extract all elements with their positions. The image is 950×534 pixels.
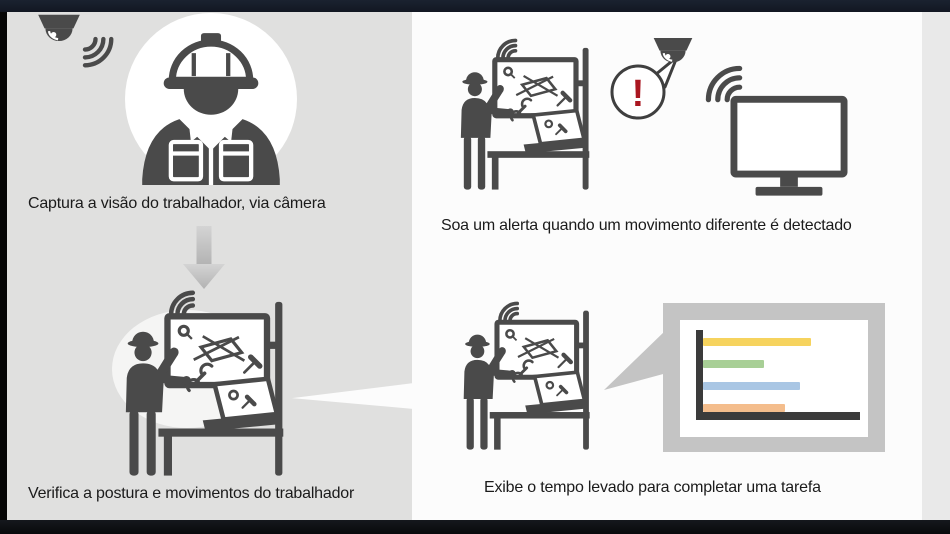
left-edge-strip [0,12,7,520]
top-frame-bar [0,0,950,12]
right-margin-strip [922,12,950,520]
workstation-icon-alert [452,24,607,209]
chart-bars [703,338,860,412]
caption-capture: Captura a visão do trabalhador, via câme… [28,195,326,212]
alert-exclamation: ! [632,73,645,115]
dome-camera-icon-alert [652,36,694,72]
caption-verify: Verifica a postura e movimentos do traba… [28,485,355,502]
bottom-frame-bar [0,520,950,534]
worker-avatar-icon [125,13,297,185]
chart-callout-frame [663,303,885,452]
chart-axes [696,330,860,420]
down-arrow-icon [183,226,225,289]
chart-plot-background [680,320,868,437]
wifi-icon [78,32,120,74]
dome-camera-icon [36,13,82,51]
chart-bar-bar-2 [703,360,765,368]
monitor-icon [730,94,848,199]
workstation-icon-verify [115,290,305,482]
alert-bubble-icon: ! [610,55,679,120]
chart-bar-bar-4 [703,404,785,412]
workstation-icon-report [455,287,607,469]
caption-alert: Soa um alerta quando um movimento difere… [441,217,852,234]
chart-bar-bar-1 [703,338,812,346]
caption-report: Exibe o tempo levado para completar uma … [484,479,821,496]
chart-bar-bar-3 [703,382,801,390]
